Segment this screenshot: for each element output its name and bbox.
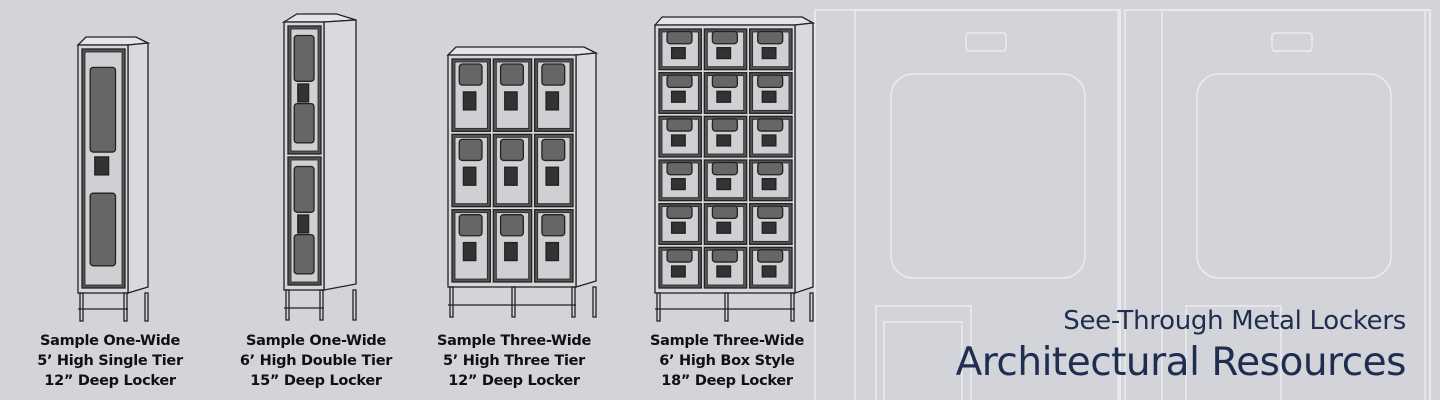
locker-caption-3: Sample Three-Wide 5’ High Three Tier 12”… (419, 331, 609, 391)
caption-line: Sample One-Wide (39, 333, 181, 349)
banner-title: Architectural Resources (955, 340, 1407, 385)
caption-line: 15” Deep Locker (250, 373, 382, 389)
caption-line: Sample Three-Wide (436, 333, 592, 349)
caption-line: 12” Deep Locker (448, 373, 580, 389)
locker-drawing-4 (653, 16, 816, 322)
locker-drawing-3 (446, 46, 599, 318)
caption-line: 5’ High Single Tier (37, 353, 183, 369)
locker-drawing-2 (281, 13, 357, 321)
locker-caption-1: Sample One-Wide 5’ High Single Tier 12” … (15, 331, 205, 391)
caption-line: Sample Three-Wide (649, 333, 805, 349)
locker-caption-4: Sample Three-Wide 6’ High Box Style 18” … (632, 331, 822, 391)
background-watermark-lockers (814, 9, 1431, 400)
locker-drawing-1 (76, 36, 151, 322)
caption-line: 12” Deep Locker (44, 373, 176, 389)
caption-line: 5’ High Three Tier (442, 353, 586, 369)
caption-line: 6’ High Box Style (659, 353, 795, 369)
caption-line: 18” Deep Locker (661, 373, 793, 389)
caption-line: Sample One-Wide (245, 333, 387, 349)
banner-subtitle: See-Through Metal Lockers (1063, 306, 1406, 336)
locker-caption-2: Sample One-Wide 6’ High Double Tier 15” … (221, 331, 411, 391)
caption-line: 6’ High Double Tier (239, 353, 393, 369)
